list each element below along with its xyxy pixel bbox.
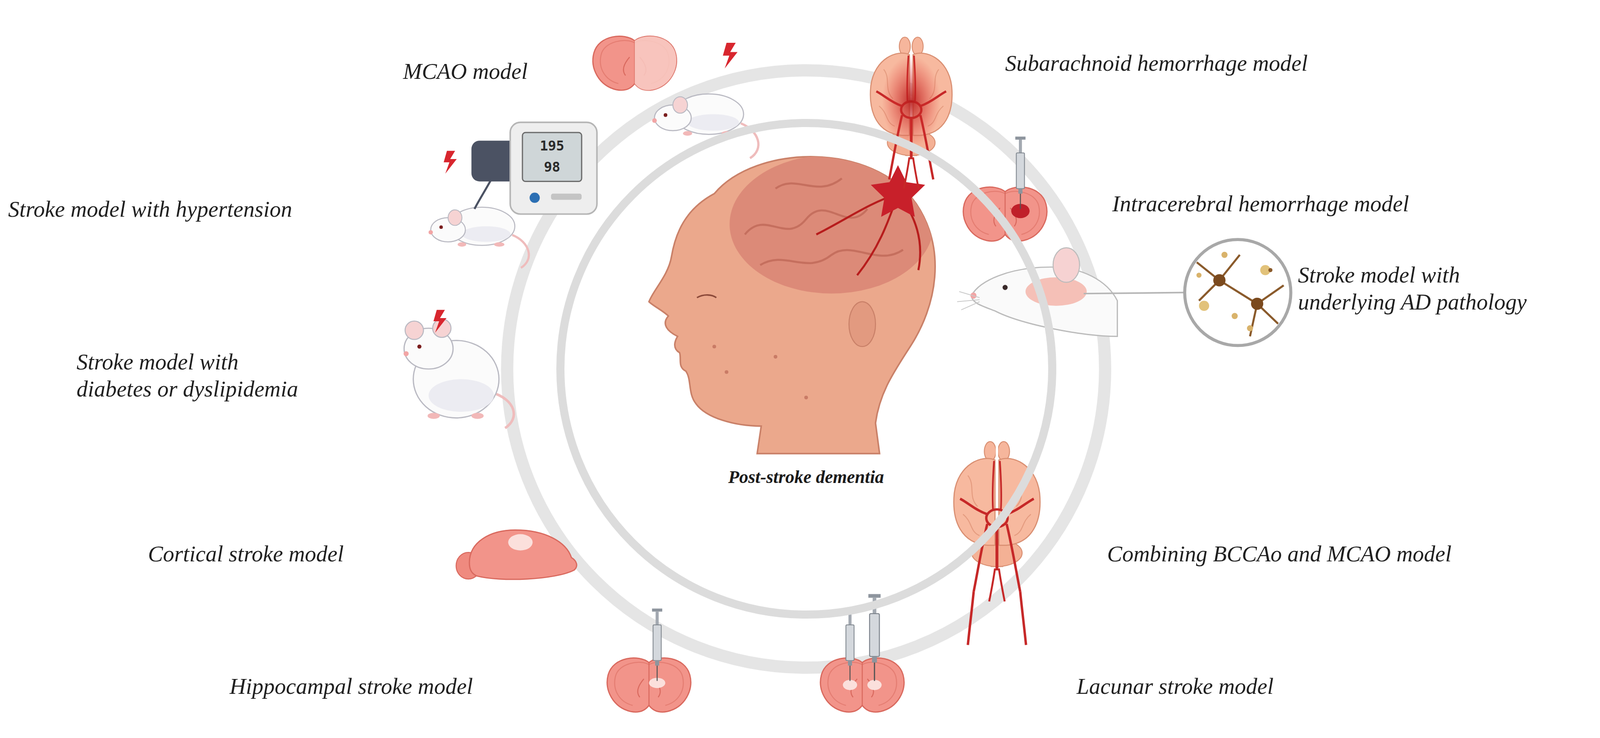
model-label: Cortical stroke model (147, 540, 344, 568)
diabetes-model-figure (491, 392, 514, 429)
ad-model-figure (1221, 252, 1228, 259)
human-head (724, 370, 729, 375)
human-head (729, 155, 934, 294)
cortical-model-figure (508, 534, 533, 551)
ad-model-figure (1193, 252, 1284, 337)
model-label: Combining BCCAo and MCAO model (1107, 540, 1452, 568)
cortical-model-figure (456, 530, 577, 580)
lacunar-model-figure (844, 609, 856, 682)
bccao-mcao-model-figure (967, 591, 1027, 646)
model-label: Hippocampal stroke model (229, 673, 473, 701)
hypertension-model-figure (443, 151, 457, 175)
ad-model-figure (1184, 239, 1291, 346)
hippocampal-model-figure (607, 609, 691, 713)
ad-model-figure (1193, 255, 1284, 337)
lacunar-model-figure (843, 680, 858, 691)
diabetes-model-figure (428, 379, 495, 413)
ad-model-figure (957, 239, 1291, 346)
lacunar-model-figure (820, 658, 904, 713)
ad-model-figure (957, 291, 980, 311)
diabetes-model-figure (417, 344, 422, 349)
hypertension-model-figure (510, 122, 597, 215)
display-reading: 195 (523, 139, 581, 153)
lacunar-model-figure (820, 658, 904, 713)
hypertension-model-figure (428, 207, 530, 269)
diabetes-model-figure (403, 351, 409, 357)
ich-model-figure (1015, 136, 1026, 210)
diabetes-model-figure (403, 310, 514, 429)
mcao-model-figure (722, 42, 738, 69)
lacunar-model-figure (867, 680, 882, 691)
hypertension-model-figure (428, 122, 598, 268)
lacunar-model-figure (844, 609, 856, 682)
circle-outline (556, 119, 1057, 619)
diabetes-model-figure (427, 412, 440, 420)
diabetes-model-figure (433, 310, 447, 334)
ad-model-figure (1196, 272, 1202, 278)
bccao-mcao-model-figure (953, 432, 1041, 646)
human-head (712, 344, 716, 349)
model-label: Stroke model with diabetes or dyslipidem… (76, 348, 309, 403)
hypertension-model-figure (522, 132, 582, 182)
diabetes-model-figure (405, 321, 424, 340)
human-head (804, 395, 808, 400)
sah-model-figure (881, 55, 941, 148)
hippocampal-model-figure (607, 658, 691, 713)
model-label: Lacunar stroke model (1076, 673, 1274, 701)
mcao-model-figure (592, 36, 677, 91)
outer-ring (507, 70, 1105, 669)
model-label: Subarachnoid hemorrhage model (1004, 49, 1308, 77)
human-head (696, 295, 717, 298)
ad-model-figure (1231, 313, 1238, 320)
display-reading: 98 (523, 160, 581, 175)
model-label: MCAO model (403, 57, 528, 85)
model-label: Stroke model with underlying AD patholog… (1297, 261, 1537, 316)
mcao-model-figure (592, 36, 759, 159)
model-label: Stroke model with hypertension (8, 195, 293, 223)
mcao-model-figure (592, 36, 677, 91)
ich-model-figure (1015, 136, 1026, 210)
ad-model-figure (1213, 274, 1226, 287)
bccao-mcao-model-figure (953, 432, 1041, 646)
human-head (773, 355, 778, 359)
diabetes-model-figure (433, 310, 447, 334)
hypertension-model-figure (550, 193, 582, 201)
human-head (729, 155, 934, 294)
ad-model-figure (1268, 268, 1273, 273)
human-head (871, 165, 926, 218)
human-head (848, 302, 876, 348)
circle-outline (560, 123, 1053, 615)
hypertension-model-figure (428, 207, 530, 269)
ad-model-figure (1083, 292, 1185, 294)
model-label: Intracerebral hemorrhage model (1112, 190, 1409, 218)
bccao-mcao-model-figure (995, 432, 999, 467)
ad-model-figure (1198, 300, 1210, 312)
ad-model-figure (1251, 297, 1264, 311)
hippocampal-model-figure (607, 658, 691, 713)
outer-ring (507, 70, 1105, 669)
center-title: Post-stroke dementia (556, 466, 1057, 489)
ad-model-figure (1002, 284, 1008, 290)
hypertension-model-figure (529, 192, 541, 204)
mcao-model-figure (634, 36, 677, 91)
central-circle: Post-stroke dementia (556, 119, 1057, 619)
cortical-model-figure (469, 530, 577, 580)
mcao-model-figure (722, 42, 738, 69)
diabetes-model-figure (471, 412, 484, 420)
hippocampal-model-figure (651, 609, 663, 682)
cortical-model-figure (456, 530, 577, 580)
ad-model-figure (1053, 247, 1080, 283)
human-head (649, 155, 936, 454)
hypertension-model-figure (443, 151, 457, 175)
ad-model-figure (1246, 325, 1254, 332)
hippocampal-model-figure (651, 609, 663, 682)
